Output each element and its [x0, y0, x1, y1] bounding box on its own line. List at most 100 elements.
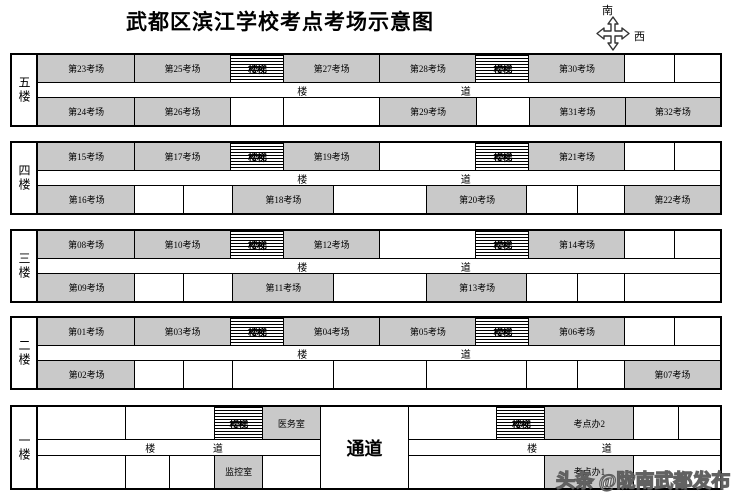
stairs-cell: 楼梯: [229, 142, 285, 171]
corridor-band: 楼道: [37, 439, 321, 456]
room-cell: 第29考场: [379, 97, 478, 126]
floor-body: 第15考场第17考场楼梯第19考场楼梯第21考场楼道第16考场第18考场第20考…: [37, 142, 721, 214]
ground-left-wing: 楼梯医务室楼道监控室: [37, 406, 321, 489]
header: 武都区滨江学校考点考场示意图 南 西: [0, 0, 732, 52]
room-cell: 第14考场: [528, 230, 626, 259]
room-cell: 第27考场: [282, 54, 381, 83]
empty-cell: [169, 454, 216, 489]
corridor-band: 楼道: [408, 439, 721, 456]
empty-cell: [378, 142, 477, 171]
empty-cell: [632, 454, 721, 489]
stairs-label: 楼梯: [493, 153, 512, 165]
room-cell: 第11考场: [232, 273, 335, 302]
stairs-cell: 楼梯: [229, 230, 285, 259]
stairs-cell: 楼梯: [213, 406, 264, 441]
empty-cell: [134, 360, 185, 389]
empty-cell: [408, 406, 498, 441]
floor-bottom-row: 第16考场第18考场第20考场第22考场: [37, 185, 721, 214]
stairs-label: 楼梯: [248, 65, 267, 77]
room-cell: 监控室: [213, 454, 264, 489]
page-title: 武都区滨江学校考点考场示意图: [126, 10, 434, 34]
floor-body: 第01考场第03考场楼梯第04考场第05考场楼梯第06考场楼道第02考场第07考…: [37, 317, 721, 389]
corridor-label-2: 道: [460, 174, 471, 186]
empty-cell: [624, 54, 676, 83]
empty-cell: [333, 273, 428, 302]
floor-block: 四楼第15考场第17考场楼梯第19考场楼梯第21考场楼道第16考场第18考场第2…: [10, 141, 722, 215]
stairs-label: 楼梯: [493, 65, 512, 77]
floor-top-row: 第23考场第25考场楼梯第27考场第28考场楼梯第30考场: [37, 54, 721, 83]
empty-cell: [378, 230, 477, 259]
stairs-label: 楼梯: [512, 419, 531, 431]
corridor-band: 楼道: [37, 169, 721, 187]
empty-cell: [624, 273, 721, 302]
empty-cell: [576, 185, 626, 214]
corridor-label-2: 道: [601, 444, 612, 455]
floor-block: 五楼第23考场第25考场楼梯第27考场第28考场楼梯第30考场楼道第24考场第2…: [10, 53, 722, 127]
empty-cell: [624, 142, 676, 171]
corridor-label-1: 楼: [297, 86, 308, 98]
stairs-label: 楼梯: [229, 419, 248, 431]
compass-south-label: 南: [602, 5, 613, 17]
ground-right-top-row: 楼梯考点办2: [408, 406, 721, 441]
stairs-label: 楼梯: [493, 328, 512, 340]
room-cell: 第31考场: [528, 97, 627, 126]
floor-label-text: 三楼: [17, 252, 31, 280]
empty-cell: [526, 273, 579, 302]
floor-body: 第08考场第10考场楼梯第12考场楼梯第14考场楼道第09考场第11考场第13考…: [37, 230, 721, 302]
empty-cell: [37, 406, 127, 441]
room-cell: 第03考场: [133, 317, 232, 346]
stairs-cell: 楼梯: [475, 142, 530, 171]
floor-label-text: 二楼: [17, 339, 31, 367]
empty-cell: [232, 360, 335, 389]
stairs-cell: 楼梯: [229, 54, 285, 83]
room-cell: 第12考场: [282, 230, 381, 259]
empty-cell: [674, 54, 721, 83]
corridor-label-1: 楼: [527, 444, 538, 455]
empty-cell: [230, 97, 285, 126]
floor-label: 三楼: [12, 231, 38, 301]
floor-top-row: 第08考场第10考场楼梯第12考场楼梯第14考场: [37, 230, 721, 259]
room-cell: 第04考场: [282, 317, 381, 346]
room-cell: 第10考场: [133, 230, 232, 259]
ground-left-bottom-row: 监控室: [37, 454, 321, 489]
compass: 南 西: [592, 2, 682, 51]
floor-bottom-row: 第24考场第26考场第29考场第31考场第32考场: [37, 97, 721, 126]
corridor-band: 楼道: [37, 257, 721, 275]
floor-top-row: 第15考场第17考场楼梯第19考场楼梯第21考场: [37, 142, 721, 171]
four-way-arrow-icon: [596, 16, 630, 51]
empty-cell: [674, 317, 721, 346]
stairs-label: 楼梯: [248, 153, 267, 165]
empty-cell: [125, 406, 215, 441]
floor-body: 第23考场第25考场楼梯第27考场第28考场楼梯第30考场楼道第24考场第26考…: [37, 54, 721, 126]
floor-label: 五楼: [12, 55, 38, 125]
floor-label: 二楼: [12, 318, 38, 388]
empty-cell: [282, 97, 381, 126]
floor-block: 三楼第08考场第10考场楼梯第12考场楼梯第14考场楼道第09考场第11考场第1…: [10, 229, 722, 303]
room-cell: 第20考场: [426, 185, 528, 214]
room-cell: 第30考场: [528, 54, 626, 83]
room-cell: 第09考场: [37, 273, 136, 302]
corridor-label-2: 道: [460, 262, 471, 274]
room-cell: 第02考场: [37, 360, 136, 389]
corridor-label-1: 楼: [145, 444, 156, 455]
room-cell: 第15考场: [37, 142, 136, 171]
passage-cell: 通道: [319, 406, 410, 489]
room-cell: 第06考场: [528, 317, 626, 346]
empty-cell: [526, 185, 579, 214]
floor-top-row: 第01考场第03考场楼梯第04考场第05考场楼梯第06考场: [37, 317, 721, 346]
empty-cell: [632, 406, 680, 441]
stairs-cell: 楼梯: [229, 317, 285, 346]
empty-cell: [678, 406, 721, 441]
corridor-label-2: 道: [460, 86, 471, 98]
empty-cell: [526, 360, 579, 389]
empty-cell: [182, 360, 234, 389]
compass-west-label: 西: [634, 31, 645, 43]
empty-cell: [576, 273, 626, 302]
empty-cell: [475, 97, 530, 126]
stairs-cell: 楼梯: [496, 406, 546, 441]
stairs-label: 楼梯: [493, 241, 512, 253]
empty-cell: [333, 185, 428, 214]
empty-cell: [333, 360, 428, 389]
